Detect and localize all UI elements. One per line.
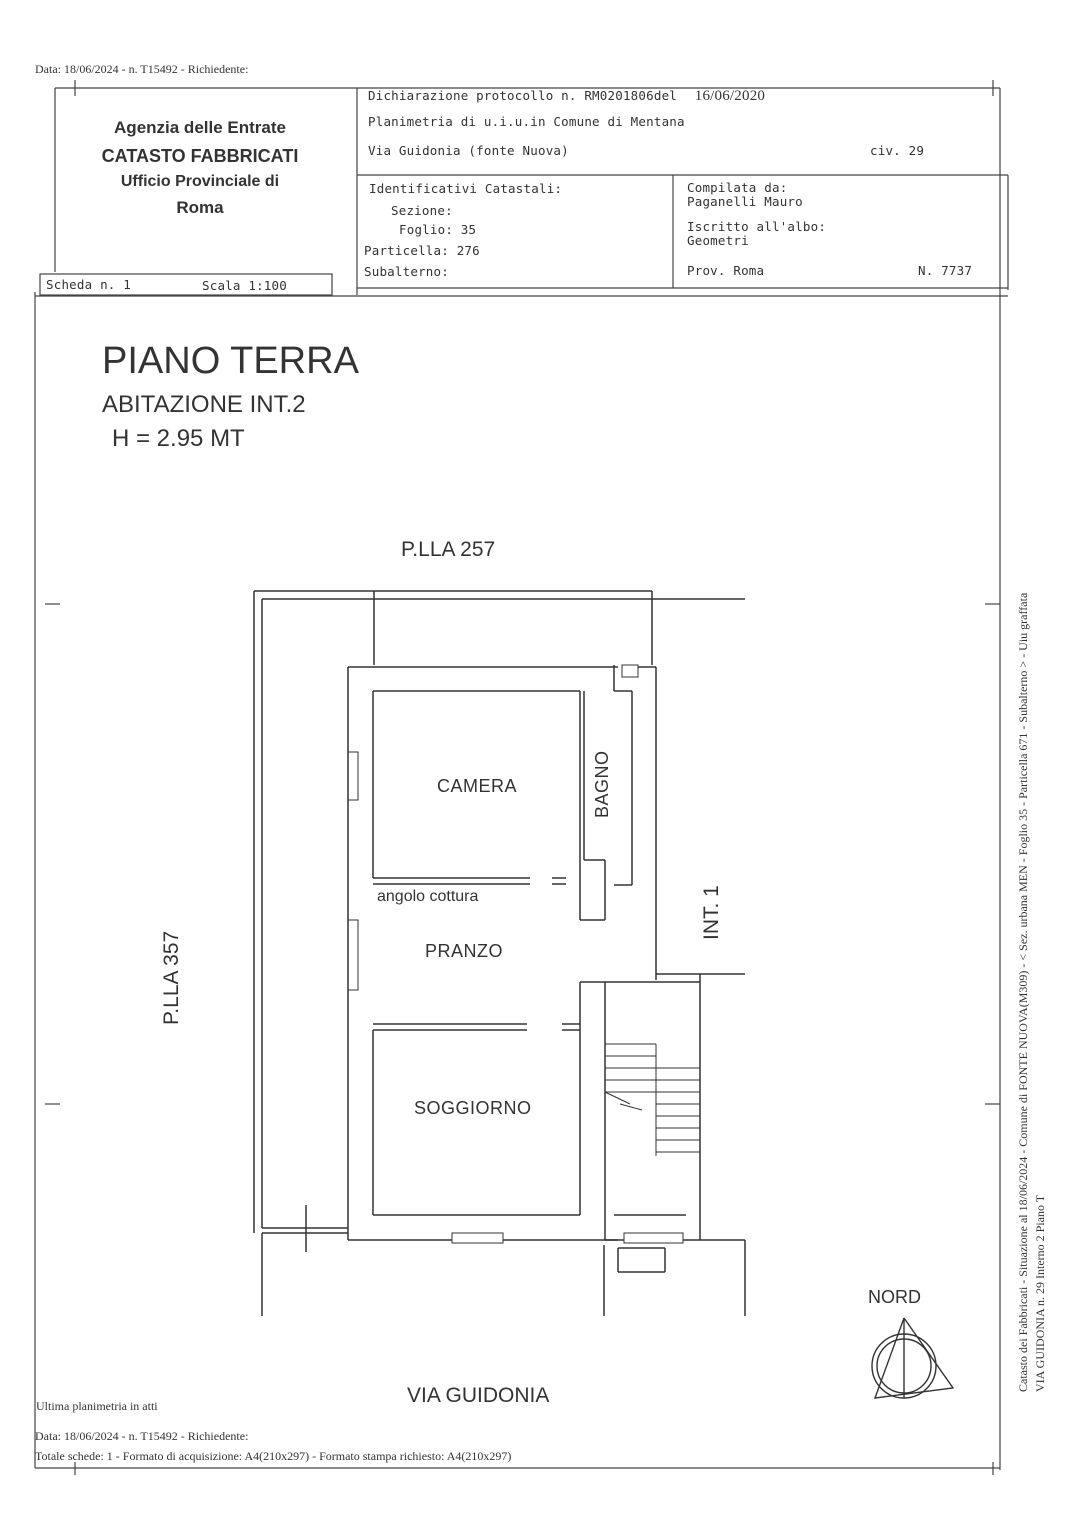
north-arrow <box>871 1317 955 1399</box>
compiler-name: Paganelli Mauro <box>687 194 803 209</box>
province: Prov. Roma <box>687 263 765 278</box>
scale: Scala 1:100 <box>202 278 287 293</box>
agency-city: Roma <box>176 198 224 217</box>
agency-block: Agenzia delle Entrate CATASTO FABBRICATI… <box>60 117 340 225</box>
subalterno: Subalterno: <box>364 264 449 279</box>
east-unit-label: INT. 1 <box>700 885 723 940</box>
plan-subtitle: ABITAZIONE INT.2 <box>102 391 306 418</box>
request-stamp: Data: 18/06/2024 - n. T15492 - Richieden… <box>35 62 249 76</box>
street-label: VIA GUIDONIA <box>407 1384 550 1407</box>
side-note-cadastral: Catasto dei Fabbricati - Situazione al 1… <box>1016 592 1030 1392</box>
identifiers-title: Identificativi Catastali: <box>369 181 563 196</box>
protocol-number: Dichiarazione protocollo n. RM0201806del <box>368 88 678 103</box>
compiler-label: Compilata da: <box>687 180 788 195</box>
room-bagno: BAGNO <box>592 750 612 818</box>
room-angolo-cottura: angolo cottura <box>377 888 479 905</box>
albo-value: Geometri <box>687 233 749 248</box>
side-note-address: VIA GUIDONIA n. 29 Interno 2 Piano T <box>1033 1194 1047 1392</box>
plan-title: PIANO TERRA <box>102 340 359 382</box>
agency-name: Agenzia delle Entrate <box>114 118 286 137</box>
north-label: NORD <box>868 1287 921 1307</box>
protocol-line: Dichiarazione protocollo n. RM0201806del… <box>368 88 765 105</box>
planimetry-line: Planimetria di u.i.u.in Comune di Mentan… <box>368 114 685 129</box>
foglio: Foglio: 35 <box>399 222 477 237</box>
last-planimetry-note: Ultima planimetria in atti <box>36 1399 158 1413</box>
sezione: Sezione: <box>391 203 453 218</box>
civic-number: civ. 29 <box>870 143 925 158</box>
footer-totals: Totale schede: 1 - Formato di acquisizio… <box>35 1449 512 1463</box>
agency-catasto: CATASTO FABBRICATI <box>101 146 299 166</box>
agency-office: Ufficio Provinciale di <box>120 173 280 190</box>
registration-number: N. 7737 <box>918 263 973 278</box>
particella: Particella: 276 <box>364 243 480 258</box>
street-line: Via Guidonia (fonte Nuova) <box>368 143 569 158</box>
west-parcel-label: P.LLA 357 <box>160 930 183 1025</box>
footer-request-stamp: Data: 18/06/2024 - n. T15492 - Richieden… <box>35 1429 249 1443</box>
room-pranzo: PRANZO <box>425 941 504 961</box>
room-soggiorno: SOGGIORNO <box>414 1098 532 1118</box>
room-camera: CAMERA <box>437 776 518 796</box>
protocol-date: 16/06/2020 <box>694 88 766 104</box>
scheda-number: Scheda n. 1 <box>46 277 131 292</box>
plan-height: H = 2.95 MT <box>112 425 245 452</box>
albo-label: Iscritto all'albo: <box>687 219 827 234</box>
north-parcel-label: P.LLA 257 <box>401 538 496 561</box>
